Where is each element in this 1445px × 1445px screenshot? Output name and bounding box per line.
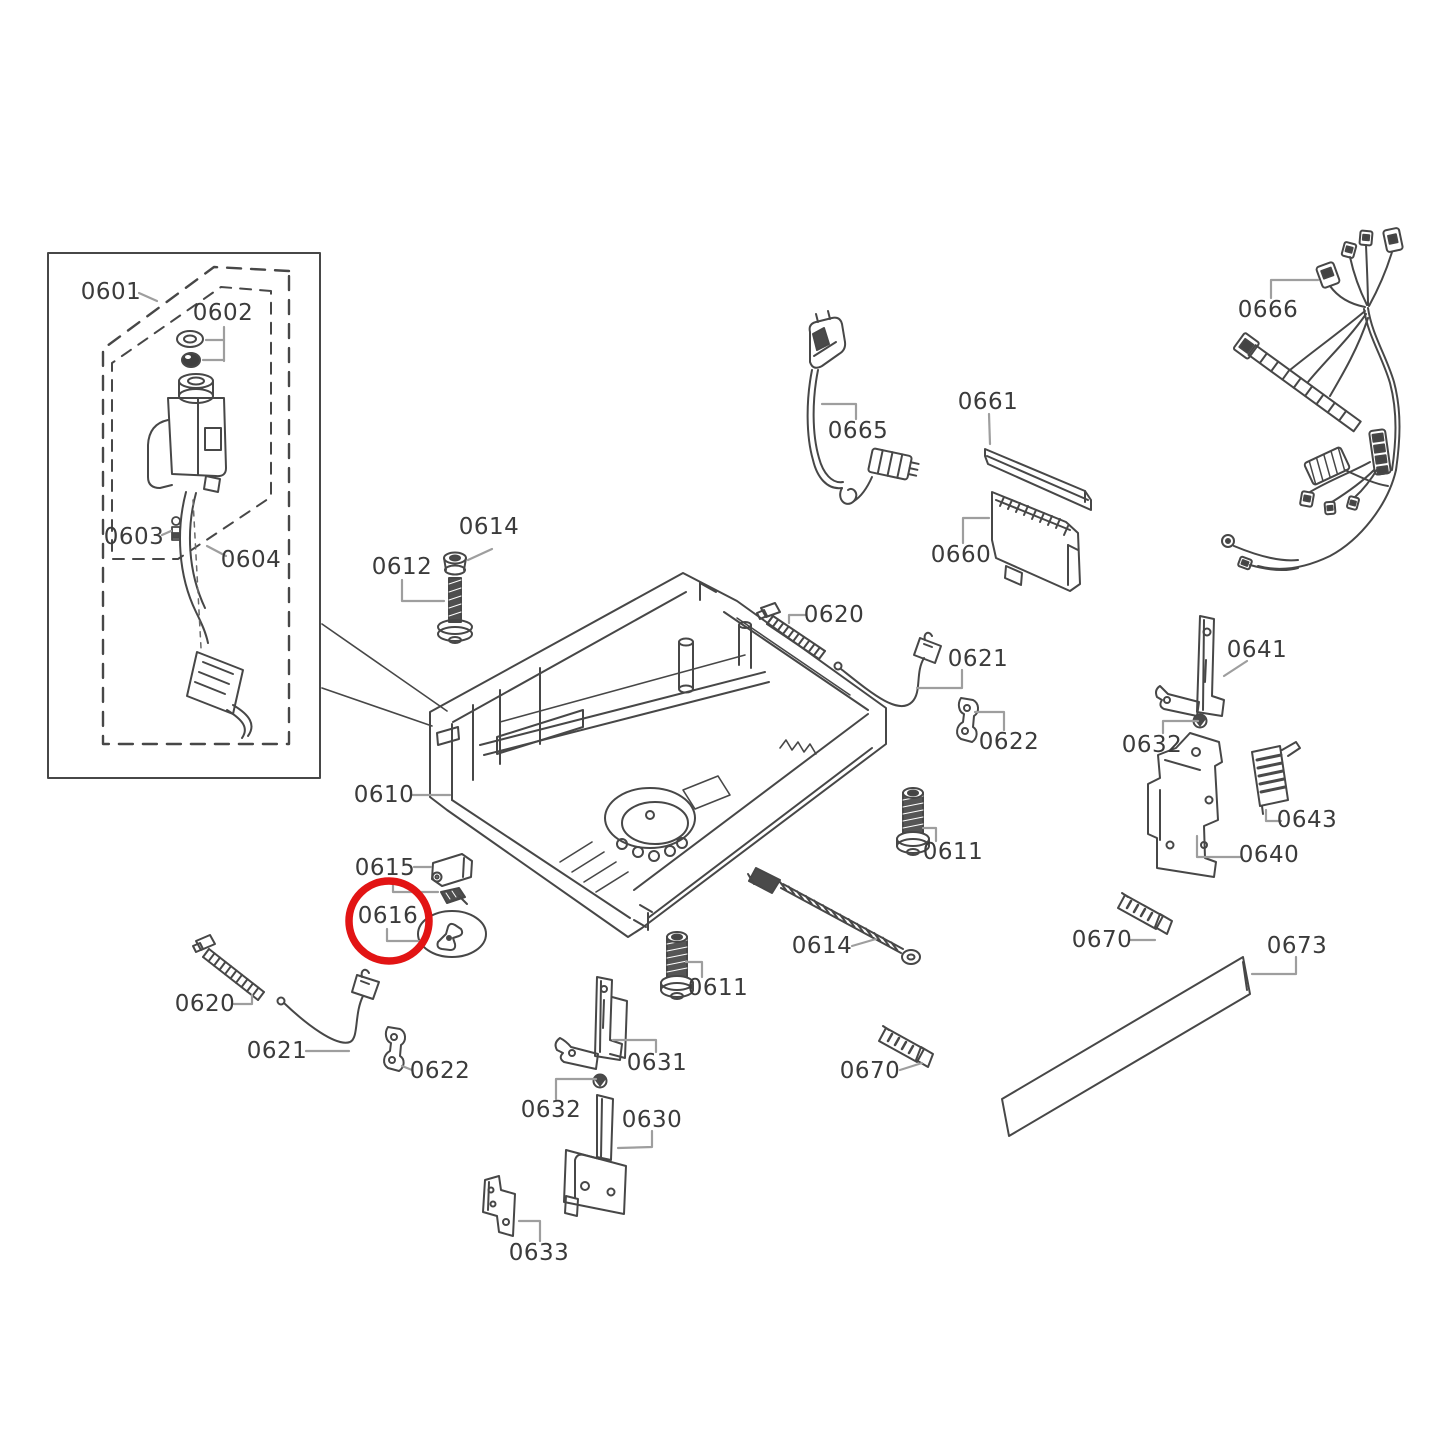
part-0640-bracket	[1147, 732, 1223, 878]
part-0611-foot-right	[896, 787, 930, 856]
part-0610-base-frame	[429, 572, 887, 938]
part-0630-bracket	[563, 1094, 627, 1217]
part-0665-power-cord	[806, 310, 920, 505]
leader-lines	[137, 278, 1320, 1243]
part-0611-foot-bottom	[660, 931, 694, 1000]
part-0620-spring-top	[756, 602, 826, 660]
part-0620-spring-left	[192, 934, 265, 1001]
part-0614-coil-cable	[747, 867, 921, 965]
part-0673-plinth-panel	[1001, 956, 1251, 1137]
part-0622-bracket-right	[956, 697, 979, 743]
part-0633-bracket	[482, 1175, 516, 1237]
part-0602-washer	[176, 330, 204, 368]
part-0670-rail-right	[1117, 892, 1173, 935]
part-0621-cable-right	[833, 631, 942, 708]
part-0661-strip	[984, 448, 1092, 511]
part-0601-callout-box	[47, 252, 448, 779]
part-0666-wiring-harness	[1221, 227, 1404, 572]
part-0641-bracket	[1155, 615, 1225, 717]
part-0612-screw	[437, 551, 473, 644]
part-0616-clip	[417, 910, 487, 958]
part-0615-switch	[431, 853, 473, 905]
part-0643-connector	[1251, 741, 1301, 815]
part-0621-cable-left	[276, 968, 380, 1044]
highlight-circle-0616	[345, 877, 433, 965]
part-0622-bracket-left	[383, 1026, 407, 1072]
part-0670-rail-bottom	[877, 1024, 935, 1069]
part-0603-screw	[171, 516, 181, 541]
part-0601-valve-assembly	[147, 373, 253, 739]
part-0660-module-cover	[991, 491, 1081, 592]
part-0631-bracket	[554, 976, 628, 1070]
part-0632-nut-bottom	[592, 1073, 608, 1089]
